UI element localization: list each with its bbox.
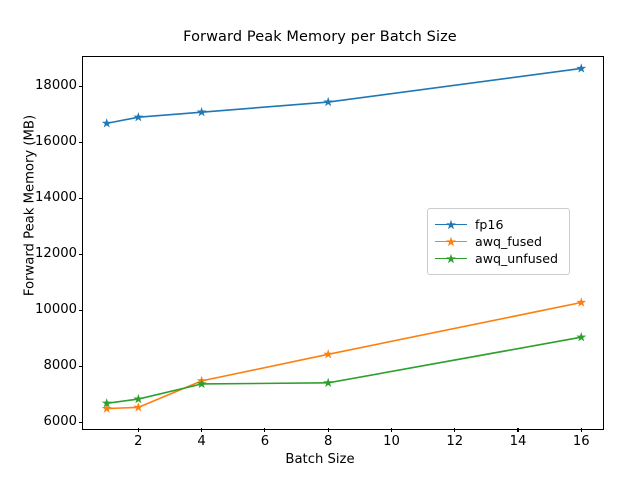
y-tick-mark <box>79 310 83 312</box>
legend-label: fp16 <box>475 217 504 232</box>
x-tick-mark <box>201 428 203 432</box>
legend-label: awq_unfused <box>475 251 558 266</box>
y-tick-mark <box>79 422 83 424</box>
x-tick-label: 4 <box>197 434 206 449</box>
data-point-marker <box>101 118 112 128</box>
y-tick-label: 10000 <box>35 301 77 317</box>
x-tick-label: 6 <box>260 434 270 449</box>
y-tick-mark <box>79 366 83 368</box>
x-tick-label: 10 <box>383 434 400 449</box>
legend-item-fp16[interactable]: fp16 <box>435 216 560 233</box>
series-line <box>105 301 583 410</box>
x-tick-mark <box>454 428 456 432</box>
data-point-marker <box>576 63 587 73</box>
y-tick-label: 12000 <box>35 245 77 261</box>
legend-star-marker-icon <box>446 219 456 229</box>
legend-item-awq_unfused[interactable]: awq_unfused <box>435 250 560 267</box>
data-point-marker <box>101 398 112 408</box>
data-point-marker <box>323 96 334 107</box>
data-point-marker <box>101 403 112 413</box>
data-point-marker <box>196 106 207 117</box>
series-line <box>105 336 583 405</box>
legend-star-marker-icon <box>446 253 456 263</box>
y-axis-label: Forward Peak Memory (MB) <box>22 114 38 297</box>
y-tick-mark <box>79 86 83 88</box>
legend-star-marker-icon <box>446 236 456 246</box>
y-tick-label: 14000 <box>35 189 77 205</box>
series-plot <box>101 63 587 413</box>
data-point-marker <box>133 393 144 404</box>
legend-label: awq_fused <box>475 234 543 249</box>
y-tick-mark <box>79 142 83 144</box>
series-line <box>105 67 583 125</box>
x-tick-label: 8 <box>323 434 333 449</box>
data-point-marker <box>576 332 587 342</box>
series-awq_fused <box>101 297 587 413</box>
data-point-marker <box>576 297 587 307</box>
data-point-marker <box>196 378 207 389</box>
legend: fp16 awq_fused awq_unfused <box>427 208 570 275</box>
series-fp16 <box>101 63 587 128</box>
y-tick-label: 16000 <box>35 133 77 149</box>
x-tick-label: 14 <box>509 434 527 449</box>
x-tick-mark <box>580 428 582 432</box>
x-tick-mark <box>390 428 392 432</box>
x-tick-label: 12 <box>446 434 464 449</box>
y-tick-mark <box>79 198 83 200</box>
legend-swatch <box>435 235 467 249</box>
legend-item-awq_fused[interactable]: awq_fused <box>435 233 560 250</box>
x-tick-label: 16 <box>572 434 590 449</box>
x-tick-mark <box>264 428 266 432</box>
data-point-marker <box>133 111 144 122</box>
data-point-marker <box>133 402 144 412</box>
y-tick-label: 18000 <box>35 77 77 93</box>
data-point-marker <box>323 349 334 359</box>
chart-title: Forward Peak Memory per Batch Size <box>183 29 457 45</box>
plot-inner: 6000 8000 10000 12000 14000 16000 18000 2 4 6 8 10… <box>35 57 603 449</box>
data-point-marker <box>323 377 334 388</box>
x-tick-mark <box>327 428 329 432</box>
x-tick-mark <box>517 428 519 432</box>
x-tick-mark <box>137 428 139 432</box>
y-tick-mark <box>79 254 83 256</box>
legend-swatch <box>435 218 467 232</box>
x-axis-label: Batch Size <box>285 452 355 467</box>
y-tick-label: 6000 <box>43 413 77 429</box>
y-tick-label: 8000 <box>43 357 77 373</box>
legend-swatch <box>435 252 467 266</box>
series-awq_unfused <box>101 332 587 408</box>
x-tick-label: 2 <box>134 434 143 449</box>
